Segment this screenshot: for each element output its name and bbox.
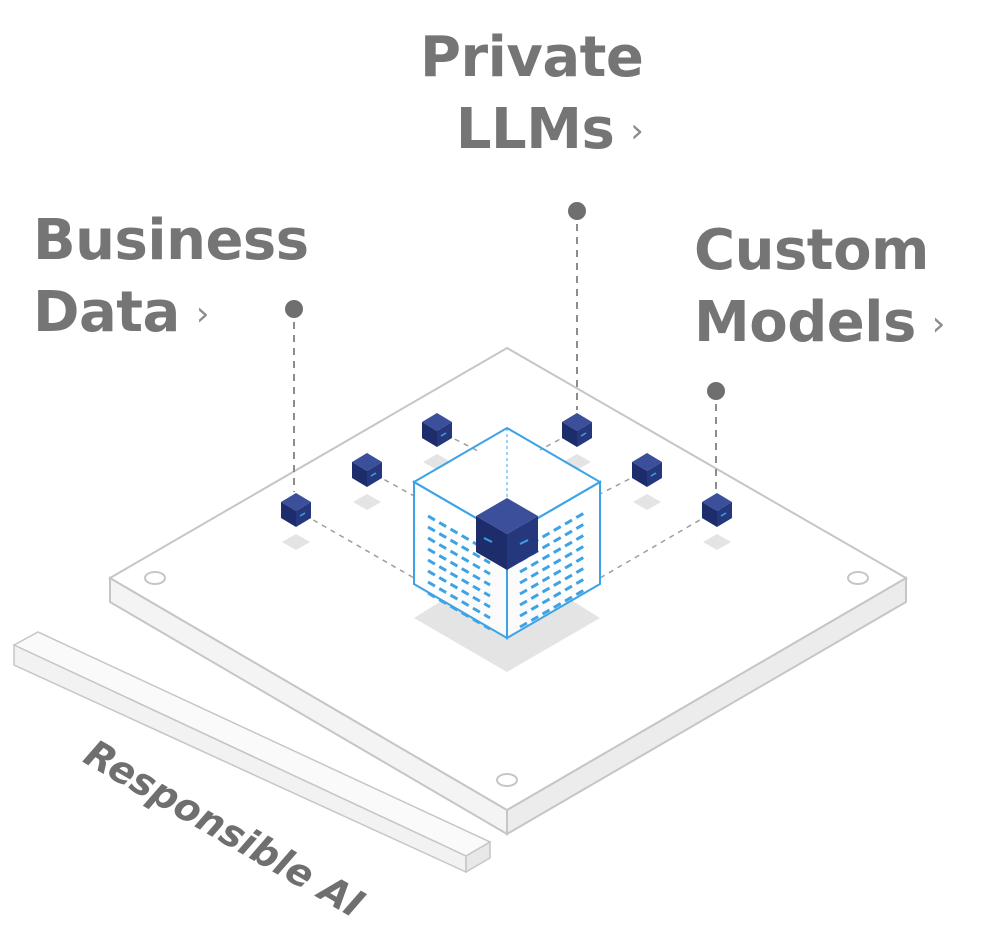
data-node-cube: [702, 493, 732, 527]
private-llms-pin: [568, 202, 586, 220]
hub-cube: [412, 426, 602, 640]
chevron-right-icon: ›: [931, 304, 946, 344]
code-line: [427, 536, 491, 576]
business-data-line2: Data: [33, 280, 180, 345]
code-line: [427, 547, 491, 587]
private-llms-line2: LLMs: [455, 97, 615, 162]
custom-models-line2: Models: [694, 290, 916, 355]
code-line: [427, 569, 491, 609]
business-data-label[interactable]: Business Data ›: [33, 205, 309, 350]
private-llms-label[interactable]: Private LLMs ›: [420, 22, 644, 167]
code-line: [427, 525, 491, 565]
responsible-ai-tag: [12, 631, 492, 874]
private-llms-line1: Private: [420, 25, 644, 90]
chevron-right-icon: ›: [630, 111, 644, 151]
code-line: [427, 580, 491, 620]
business-data-pin: [285, 300, 303, 318]
data-node-cube: [422, 413, 452, 447]
chevron-right-icon: ›: [195, 294, 210, 334]
business-data-line1: Business: [33, 208, 309, 273]
data-node-cube: [352, 453, 382, 487]
platform-hole-left: [144, 571, 166, 585]
core-cube: [476, 498, 538, 570]
diagram-canvas: [12, 202, 908, 874]
callout-leaders: [293, 211, 717, 492]
node-shadows: [282, 454, 731, 550]
custom-models-label[interactable]: Custom Models ›: [694, 215, 945, 360]
platform-hole-bottom: [496, 773, 518, 787]
data-node-cube: [632, 453, 662, 487]
code-line: [427, 558, 491, 598]
code-line: [427, 591, 491, 631]
platform-hole-right: [847, 571, 869, 585]
custom-models-pin: [707, 382, 725, 400]
data-node-cube: [562, 413, 592, 447]
data-node-cube: [281, 493, 311, 527]
custom-models-line1: Custom: [694, 218, 929, 283]
data-nodes: [281, 413, 732, 527]
